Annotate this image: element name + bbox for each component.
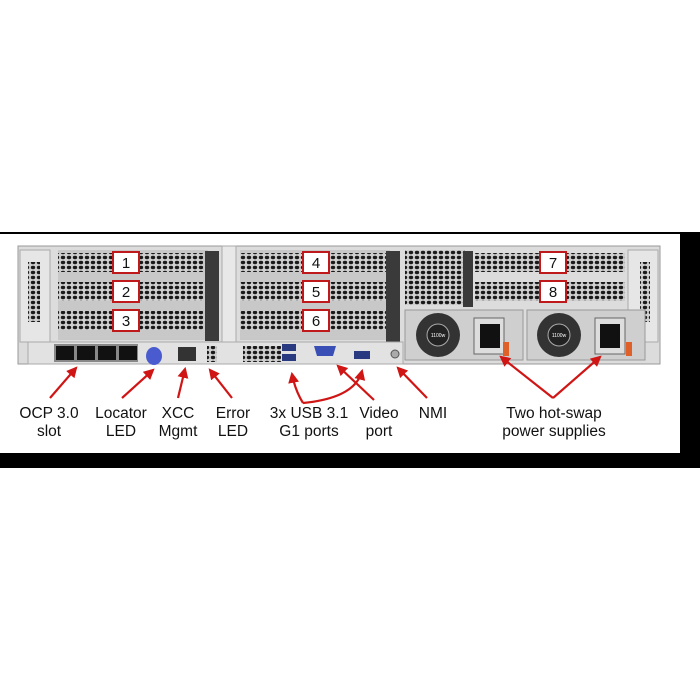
ocp-slot <box>54 344 138 362</box>
nmi-label: NMI <box>419 405 447 422</box>
slot-5-label: 5 <box>312 284 320 301</box>
video-label-line1: Video <box>359 405 398 422</box>
nmi-button[interactable] <box>390 349 400 359</box>
locator-label-line1: Locator <box>95 405 147 422</box>
xcc-arrow <box>176 366 189 399</box>
psu-2-rating: 1100w <box>552 333 567 339</box>
xcc-label-line1: XCC <box>162 405 195 422</box>
ocp-arrow <box>49 366 78 399</box>
nmi-arrow <box>396 366 428 399</box>
callout-labels: OCP 3.0 slot Locator LED XCC Mgmt Error … <box>19 405 606 440</box>
psu-label-line1: Two hot-swap <box>506 405 602 422</box>
error-led <box>207 346 217 362</box>
psu-2-latch[interactable] <box>626 342 632 356</box>
ocp-label-line2: slot <box>37 423 62 440</box>
io-panel <box>27 341 404 365</box>
usb-label-line1: 3x USB 3.1 <box>270 405 348 422</box>
locator-led-button[interactable] <box>146 347 162 365</box>
slot-4-label: 4 <box>312 255 320 272</box>
slot-6-label: 6 <box>312 313 320 330</box>
callout-arrows <box>49 355 602 405</box>
slot-8-label: 8 <box>549 284 557 301</box>
locator-label-line2: LED <box>106 423 136 440</box>
slot-1-label: 1 <box>122 255 130 272</box>
slot-7-label: 7 <box>549 255 557 272</box>
error-arrow <box>208 368 233 399</box>
error-label-line2: LED <box>218 423 248 440</box>
slot-2-label: 2 <box>122 284 130 301</box>
error-label-line1: Error <box>216 405 250 422</box>
slot-labels: 1 2 3 4 5 6 7 8 <box>112 251 567 332</box>
power-supply-1: 1100w <box>404 309 524 361</box>
xcc-mgmt-port <box>178 347 196 361</box>
xcc-label-line2: Mgmt <box>159 423 198 440</box>
usb-port <box>354 351 370 359</box>
locator-arrow <box>121 368 155 399</box>
psu-arrow-left <box>499 355 554 399</box>
slot-3-label: 3 <box>122 313 130 330</box>
video-arrow <box>336 364 375 401</box>
video-port <box>314 346 336 356</box>
psu-1-latch[interactable] <box>503 342 509 356</box>
psu-1-rating: 1100w <box>431 333 446 339</box>
power-supply-2: 1100w <box>526 309 646 361</box>
psu-label-line2: power supplies <box>502 423 606 440</box>
video-label-line2: port <box>366 423 393 440</box>
usb-label-line2: G1 ports <box>279 423 339 440</box>
ocp-label-line1: OCP 3.0 <box>19 405 79 422</box>
psu-arrow-right <box>552 355 602 399</box>
usb-arrow-right <box>302 368 366 405</box>
usb-arrow-left <box>288 371 304 404</box>
